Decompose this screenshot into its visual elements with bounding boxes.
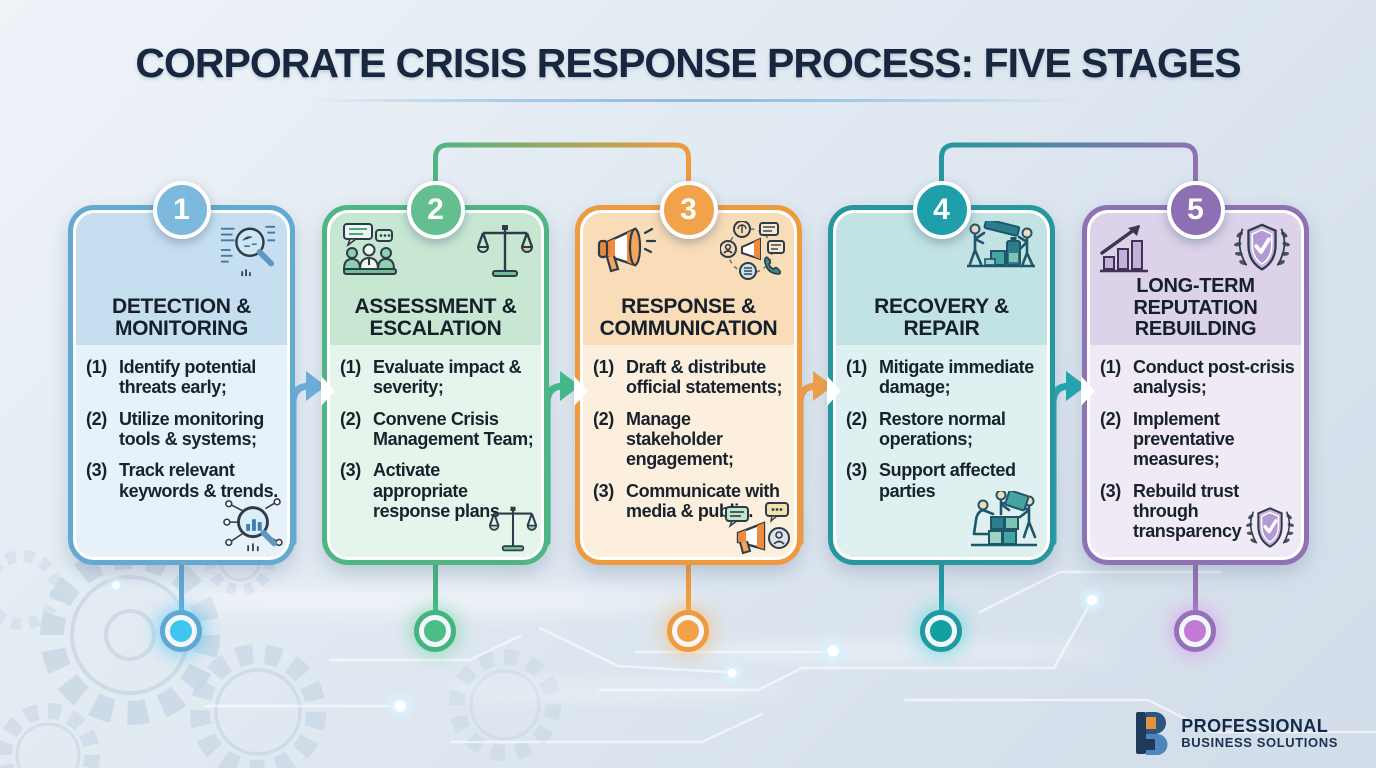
stage-header: RESPONSE & COMMUNICATION (583, 213, 794, 345)
stage-step: (2)Manage stakeholder engagement; (593, 408, 734, 470)
people-lifting-icon (961, 221, 1039, 283)
timeline-node-dot (424, 620, 446, 642)
stage-step: (2)Restore normal operations; (846, 408, 1006, 449)
gears-decoration (0, 524, 561, 768)
stage-number-badge: 2 (406, 181, 465, 239)
timeline-node-dot (170, 620, 192, 642)
page-title: CORPORATE CRISIS RESPONSE PROCESS: FIVE … (135, 40, 1241, 86)
brand-name: PROFESSIONAL (1181, 715, 1329, 736)
stage-title: LONG-TERM REPUTATION REBUILDING (1133, 275, 1258, 340)
megaphone-icon (591, 221, 657, 281)
stage-number-badge: 4 (912, 181, 971, 239)
stage-card-response-communication: 3 (574, 181, 802, 565)
magnifier-data-icon (217, 221, 279, 279)
megaphone-chat-icon (724, 501, 790, 555)
stage-number: 1 (173, 193, 190, 226)
stage-step: (2)Convene Crisis Management Team; (340, 408, 534, 449)
stage-title: DETECTION & MONITORING (111, 294, 252, 340)
timeline-node-dot (1184, 620, 1206, 642)
stage-title: RECOVERY & REPAIR (874, 294, 1009, 340)
comms-network-icon (720, 221, 786, 283)
bracket-stage4-stage5 (939, 142, 1198, 186)
pb-monogram-icon (1133, 710, 1171, 756)
timeline-node-1 (160, 610, 202, 652)
stage-number: 5 (1187, 193, 1204, 226)
stage-body: (1)Draft & distribute official statement… (583, 345, 794, 557)
stage-card-assessment-escalation: 2 (321, 181, 549, 565)
brand-logo: PROFESSIONAL BUSINESS SOLUTIONS (1133, 710, 1338, 756)
stage-step: (3)Support affected parties (846, 460, 1016, 501)
shield-laurel-icon (1243, 505, 1297, 555)
glow-dots-decoration (105, 574, 1107, 722)
stage-step: (2)Utilize monitoring tools & systems; (86, 408, 264, 449)
stage-step: (3)Track relevant keywords & trends. (86, 460, 278, 501)
timeline-node-5 (1174, 610, 1216, 652)
timeline-node-2 (414, 610, 456, 652)
scales-icon (477, 221, 533, 281)
stage-step: (1)Mitigate immediate damage; (846, 357, 1034, 398)
timeline-node-3 (667, 610, 709, 652)
stage-number: 4 (933, 193, 950, 226)
shield-laurel-icon (1231, 221, 1293, 279)
bracket-stage2-stage3 (433, 142, 691, 186)
title-underline (310, 99, 1080, 102)
stage-body: (1)Mitigate immediate damage; (2)Restore… (836, 345, 1047, 557)
stage-card-reputation-rebuilding: 5 (1081, 181, 1309, 565)
stage-step: (2)Implement preventative measures; (1100, 408, 1235, 470)
stage-step: (3)Rebuild trust through transparency (1100, 480, 1242, 542)
stage-body: (1)Conduct post-crisis analysis; (2)Impl… (1090, 345, 1301, 557)
stage-step: (1)Identify potential threats early; (86, 357, 256, 398)
chart-up-icon (1098, 221, 1156, 273)
stage-body: (1)Identify potential threats early; (2)… (76, 345, 287, 557)
stage-step: (3)Activate appropriate response plans (340, 460, 500, 521)
people-building-icon (963, 491, 1043, 555)
stage-step: (3)Communicate with media & public. (593, 480, 780, 521)
stage-step: (1)Evaluate impact & severity; (340, 357, 522, 398)
stage-number-badge: 1 (152, 181, 211, 239)
stage-number-badge: 3 (659, 181, 718, 239)
stage-number: 3 (680, 193, 697, 226)
stage-title: RESPONSE & COMMUNICATION (599, 294, 778, 340)
stage-number: 2 (427, 193, 444, 226)
stage-card-detection-monitoring: 1 DETECTION & MONITORING (1)Identify (68, 181, 295, 565)
stage-header: LONG-TERM REPUTATION REBUILDING (1090, 213, 1301, 345)
stage-body: (1)Evaluate impact & severity; (2)Conven… (330, 345, 541, 557)
stage-step: (1)Conduct post-crisis analysis; (1100, 357, 1295, 398)
timeline-node-dot (930, 620, 952, 642)
stage-number-badge: 5 (1166, 181, 1225, 239)
meeting-icon (338, 221, 402, 283)
stage-step: (1)Draft & distribute official statement… (593, 357, 783, 398)
stage-title: ASSESSMENT & ESCALATION (354, 294, 517, 340)
stage-card-recovery-repair: 4 RECOVERY & REPAIR (827, 181, 1055, 565)
timeline-node-dot (677, 620, 699, 642)
scales-icon (489, 503, 537, 555)
magnifier-chart-icon (221, 497, 283, 555)
timeline-node-4 (920, 610, 962, 652)
brand-tagline: BUSINESS SOLUTIONS (1181, 734, 1338, 750)
